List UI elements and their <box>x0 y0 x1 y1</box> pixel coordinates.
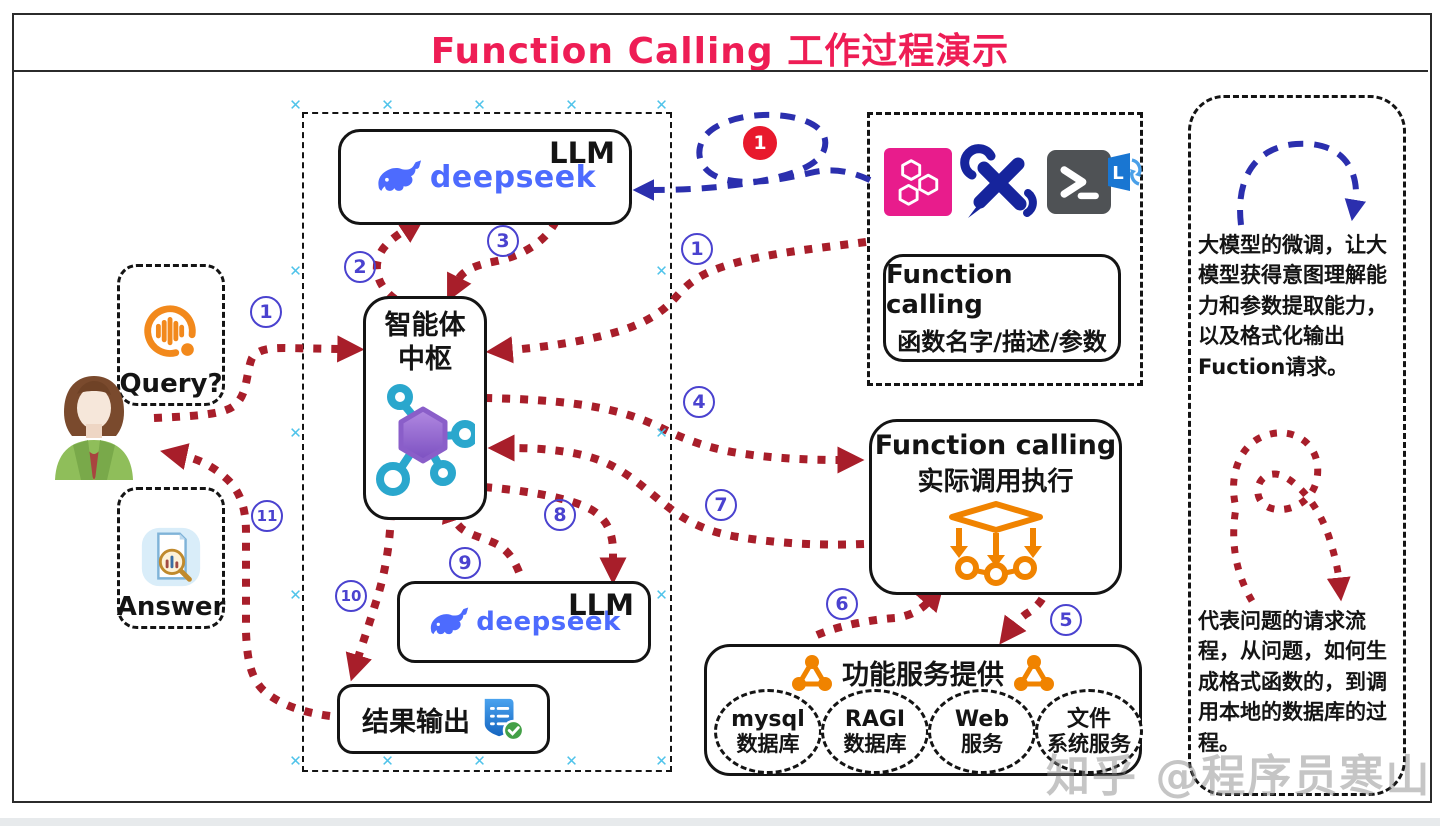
fc-execution-box: Function calling 实际调用执行 <box>869 419 1122 595</box>
fc-execution-line2: 实际调用执行 <box>917 467 1074 497</box>
step-badge-10: 10 <box>335 580 367 612</box>
agent-hub-box: 智能体 中枢 <box>363 296 487 520</box>
hexagon-modules-icon <box>884 148 952 216</box>
fc-definition-box: Function calling 函数名字/描述/参数 <box>883 254 1121 362</box>
services-box: 功能服务提供 mysql 数据库 RAGI 数据库 Web 服务 文件 系统服务 <box>704 644 1143 776</box>
service-item-mysql: mysql 数据库 <box>714 689 822 774</box>
step-badge-3: 3 <box>487 225 519 257</box>
fc-definition-line1: Function calling <box>886 259 1013 320</box>
service-item-rag: RAGI 数据库 <box>821 689 929 774</box>
step-badge-8: 8 <box>544 499 576 531</box>
result-output-label: 结果输出 <box>362 706 470 738</box>
step-badge-11: 11 <box>251 500 283 532</box>
deepseek-wordmark: deepseek <box>429 159 597 195</box>
fc-definition-line2: 函数名字/描述/参数 <box>897 327 1107 356</box>
step-badge-7: 7 <box>705 489 737 521</box>
checklist-check-icon <box>484 698 525 742</box>
border-x-mark: ✕ <box>565 751 578 770</box>
border-x-mark: ✕ <box>289 261 302 280</box>
border-x-mark: ✕ <box>655 423 668 442</box>
step-badge-1b: 1 <box>681 233 713 265</box>
border-x-mark: ✕ <box>473 95 486 114</box>
step-badge-6: 6 <box>826 588 858 620</box>
step-badge-2: 2 <box>344 251 376 283</box>
service-line2: 服务 <box>961 732 1003 757</box>
step-badge-9: 9 <box>449 547 481 579</box>
deepseek-whale-icon <box>378 160 421 191</box>
language-letter: L <box>1112 163 1123 184</box>
powershell-glyph <box>1060 166 1099 200</box>
voice-wave-icon <box>144 305 196 358</box>
language-sync-icon: L <box>1108 153 1142 191</box>
services-title: 功能服务提供 <box>842 660 1004 691</box>
service-item-files: 文件 系统服务 <box>1035 689 1143 774</box>
dispatch-cube-icon <box>948 501 1043 586</box>
fc-definition-container <box>867 112 1143 386</box>
page-title: Function Calling 工作过程演示 <box>430 31 1010 72</box>
answer-label: Answer <box>116 592 226 623</box>
agent-hub-line2: 中枢 <box>398 343 452 375</box>
result-output-box: 结果输出 <box>337 684 550 754</box>
wrench-screwdriver-icon <box>960 144 1037 218</box>
border-x-mark: ✕ <box>289 423 302 442</box>
step-badge-1: 1 <box>250 296 282 328</box>
title-divider <box>12 70 1428 72</box>
powershell-terminal-icon <box>1047 150 1111 214</box>
notes-panel <box>1188 95 1406 796</box>
border-x-mark: ✕ <box>289 585 302 604</box>
female-user-avatar <box>55 376 133 480</box>
service-line2: 数据库 <box>736 732 800 757</box>
fc-execution-line1: Function calling <box>874 430 1117 461</box>
note-finetune: 大模型的微调，让大模型获得意图理解能力和参数提取能力，以及格式化输出Fuctio… <box>1198 233 1387 379</box>
service-line1: 文件 <box>1066 706 1111 732</box>
llm-top-box: deepseek LLM <box>338 129 632 225</box>
border-x-mark: ✕ <box>381 751 394 770</box>
service-line1: mysql <box>731 706 805 732</box>
deepseek-whale-icon <box>431 607 469 635</box>
molecule-icon <box>376 383 475 496</box>
border-x-mark: ✕ <box>655 95 668 114</box>
service-line2: 系统服务 <box>1047 732 1131 757</box>
document-magnifier-icon <box>141 528 201 587</box>
hexagon-modules-glyph <box>898 159 939 206</box>
note-request-flow: 代表问题的请求流程，从问题，如何生成格式函数的，到调用本地的数据库的过程。 <box>1198 609 1387 755</box>
service-line2: 数据库 <box>843 732 907 757</box>
border-x-mark: ✕ <box>655 261 668 280</box>
service-line1: RAGI <box>844 706 906 732</box>
network-nodes-icon <box>1014 654 1054 691</box>
border-x-mark: ✕ <box>655 751 668 770</box>
answer-box: Answer <box>117 487 225 629</box>
step-badge-4: 4 <box>683 386 715 418</box>
border-x-mark: ✕ <box>289 751 302 770</box>
border-x-mark: ✕ <box>565 95 578 114</box>
border-x-mark: ✕ <box>473 751 486 770</box>
step-badge-1-finetune: 1 <box>743 126 777 160</box>
llm-bottom-box: deepseek LLM <box>397 581 651 663</box>
border-x-mark: ✕ <box>381 95 394 114</box>
agent-hub-line1: 智能体 <box>384 310 466 341</box>
llm-label: LLM <box>549 136 615 170</box>
deepseek-wordmark: deepseek <box>476 607 621 637</box>
services-header: 功能服务提供 <box>707 653 1139 692</box>
border-x-mark: ✕ <box>655 585 668 604</box>
outer-frame <box>12 13 1432 803</box>
step-badge-5: 5 <box>1050 604 1082 636</box>
service-item-web: Web 服务 <box>928 689 1036 774</box>
watermark: 知乎 @程序员寒山 <box>1046 751 1432 802</box>
llm-label: LLM <box>568 588 634 622</box>
service-line1: Web <box>954 706 1010 732</box>
page-edge-strip <box>0 818 1440 826</box>
border-x-mark: ✕ <box>289 95 302 114</box>
network-nodes-icon <box>792 654 832 691</box>
